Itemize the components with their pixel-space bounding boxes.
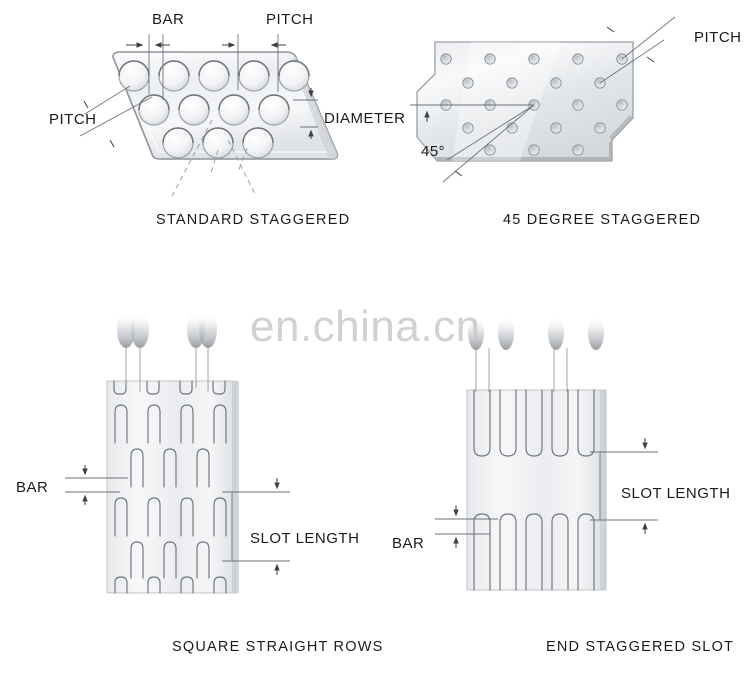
angle-arrow-tick [424,110,430,122]
square-straight-rows-slot-length-dimension [222,491,290,562]
bar-arrow-ticks-3 [82,465,88,505]
standard-staggered-holes [118,60,310,159]
caption-end-staggered-slot: END STAGGERED SLOT [546,639,735,655]
label-bar-standard: BAR [152,11,185,28]
label-angle-45-degree: 45° [421,143,446,160]
standard-staggered-pitch-left-leaders [79,85,153,137]
diameter-arrow-ticks [308,88,314,139]
standard-staggered-dashed-callouts [171,119,257,197]
square-straight-rows-bar-dimension [65,477,128,493]
caption-standard-staggered: STANDARD STAGGERED [156,212,351,228]
slot-length-arrow-ticks-3 [274,478,280,575]
label-pitch-left-standard: PITCH [49,111,97,128]
square-straight-rows-drill-marks [117,312,217,348]
label-pitch-45-degree: PITCH [694,29,742,46]
label-pitch-top-standard: PITCH [266,11,314,28]
site-watermark: en.china.cn [250,302,481,351]
45-degree-pitch-leaders [599,16,676,84]
slot-length-arrow-ticks-4 [642,438,648,534]
standard-staggered-diameter-leader [293,99,318,128]
end-staggered-slot-guides [475,348,568,392]
bar-arrow-ticks-4 [453,505,459,548]
caption-square-straight-rows: SQUARE STRAIGHT ROWS [172,639,384,655]
standard-staggered-arrow-ticks [126,42,286,48]
caption-45-degree-staggered: 45 DEGREE STAGGERED [503,212,702,228]
end-staggered-slot-bar-dimension [435,518,498,535]
45-degree-pitch-tick-arrows [454,26,655,177]
label-bar-square-rows: BAR [16,479,49,496]
end-staggered-slot-plate [466,389,607,591]
square-straight-rows-slots [113,380,227,594]
end-staggered-slot-slot-length-dimension [590,451,658,521]
square-straight-rows-guides [125,345,209,392]
pitch-left-tick-arrows [83,100,115,148]
label-slot-length-square-rows: SLOT LENGTH [250,530,360,547]
label-slot-length-end-staggered: SLOT LENGTH [621,485,731,502]
end-staggered-slot-drill-marks [468,316,604,350]
label-diameter-standard: DIAMETER [324,110,406,127]
45-degree-construction-lines [410,104,535,183]
label-bar-end-staggered: BAR [392,535,425,552]
